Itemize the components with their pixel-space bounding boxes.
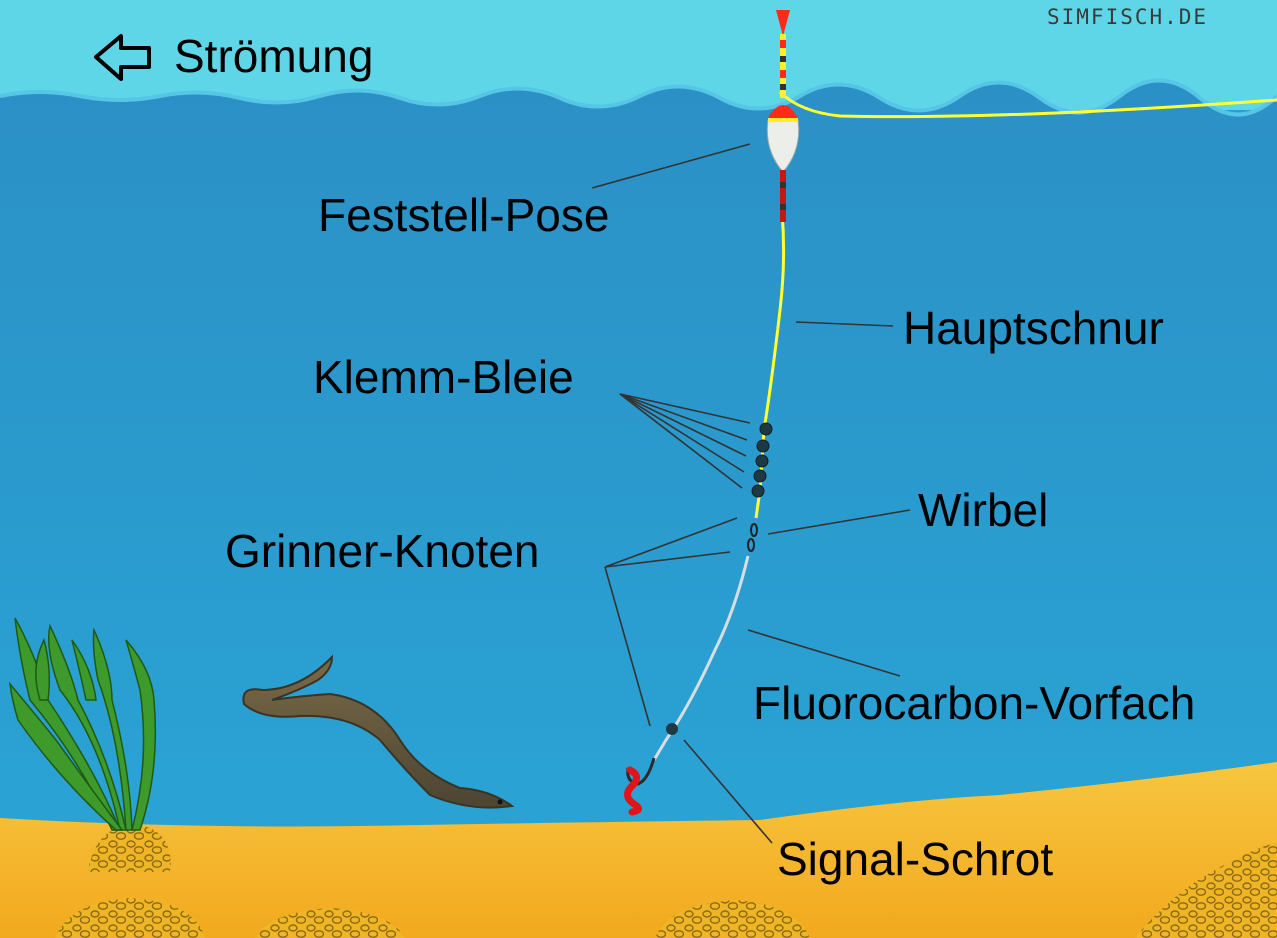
pebbles-bottom-1 bbox=[55, 898, 205, 938]
left-arrow-outline-icon bbox=[94, 34, 151, 81]
label-signal-shot: Signal-Schrot bbox=[777, 833, 1054, 885]
pebbles-bottom-2 bbox=[255, 908, 405, 938]
worm-bait bbox=[624, 766, 642, 816]
main-line-surface bbox=[778, 90, 1277, 119]
pebbles-right bbox=[1135, 842, 1277, 938]
pebbles-left bbox=[88, 824, 171, 872]
label-leader: Fluorocarbon-Vorfach bbox=[753, 677, 1196, 729]
label-knots: Grinner-Knoten bbox=[225, 525, 540, 577]
swivel bbox=[747, 523, 758, 552]
signal-shot bbox=[666, 723, 678, 735]
float bbox=[766, 10, 800, 222]
eel bbox=[242, 654, 515, 809]
water-surface-line bbox=[0, 78, 1277, 117]
leader-lines bbox=[591, 143, 911, 844]
sand-bottom bbox=[0, 762, 1277, 938]
pebbles-bottom-3 bbox=[655, 900, 810, 938]
split-shots bbox=[751, 422, 773, 498]
label-float: Feststell-Pose bbox=[318, 189, 610, 241]
fluorocarbon-leader bbox=[652, 555, 750, 761]
waterweed bbox=[8, 617, 157, 831]
main-line bbox=[754, 211, 786, 519]
water bbox=[0, 80, 1277, 938]
label-main-line: Hauptschnur bbox=[903, 302, 1164, 354]
current-label: Strömung bbox=[174, 30, 374, 82]
watermark: SIMFISCH.DE bbox=[1047, 5, 1209, 29]
label-swivel: Wirbel bbox=[918, 484, 1049, 536]
label-split-shots: Klemm-Bleie bbox=[313, 351, 574, 403]
